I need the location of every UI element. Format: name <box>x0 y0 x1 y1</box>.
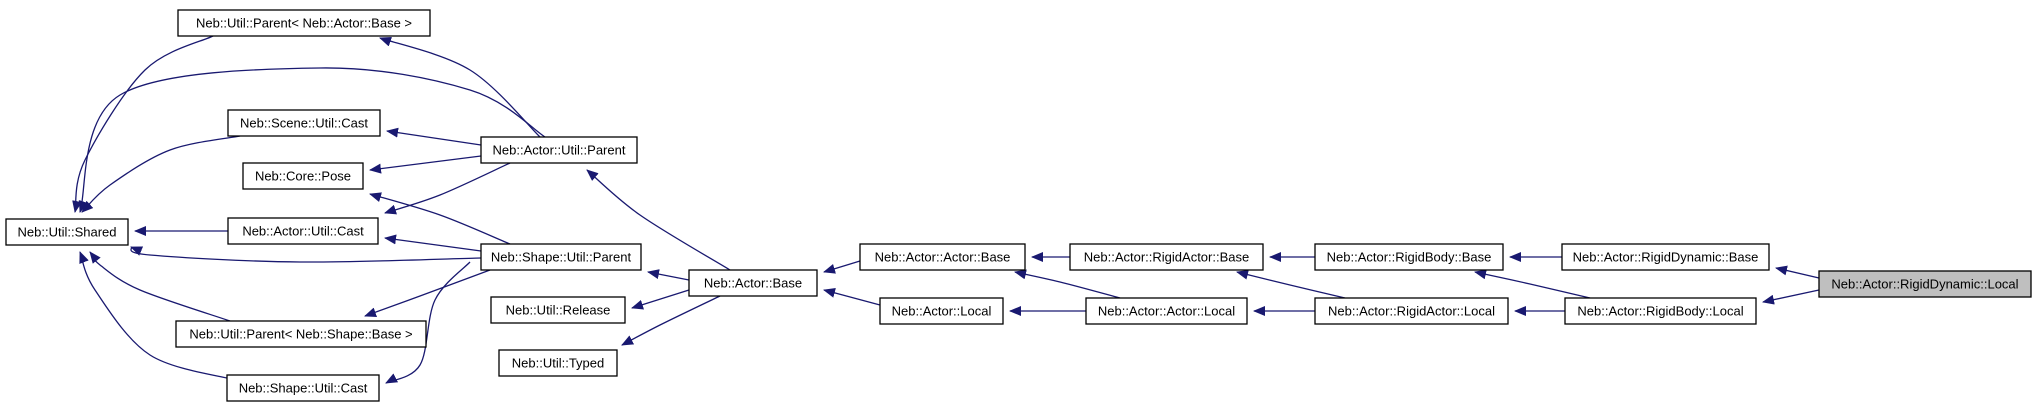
class-node-shape-cast[interactable]: Neb::Shape::Util::Cast <box>226 374 380 402</box>
edge-actor-util-parent-to-parent-actor-base <box>379 36 541 138</box>
class-node-parent-actor-base[interactable]: Neb::Util::Parent< Neb::Actor::Base > <box>177 9 431 37</box>
edge-actor-base-to-release <box>631 289 690 310</box>
edge-actor-base-to-typed <box>621 295 721 346</box>
class-node-box <box>498 349 618 377</box>
class-node-label: Neb::Actor::RigidBody::Base <box>1327 250 1492 265</box>
class-node-box <box>1564 297 1757 325</box>
class-node-box <box>242 162 364 190</box>
class-node-box <box>480 243 642 271</box>
edge-rigiddynamic-local-to-rigiddynamic-base <box>1775 265 1820 279</box>
edge-actor-actor-local-to-actor-actor-base <box>1014 269 1121 299</box>
class-node-rigidactor-local[interactable]: Neb::Actor::RigidActor::Local <box>1314 297 1509 325</box>
edges-layer <box>72 35 1820 384</box>
edge-scene-cast-to-shared <box>81 135 241 213</box>
class-node-label: Neb::Util::Parent< Neb::Shape::Base > <box>189 327 412 342</box>
class-node-label: Neb::Core::Pose <box>255 169 351 184</box>
edge-shape-util-parent-to-parent-shape-base <box>364 269 491 317</box>
class-node-box <box>1314 243 1504 271</box>
class-node-label: Neb::Actor::Actor::Local <box>1098 304 1235 319</box>
class-node-box <box>1818 270 2032 298</box>
class-node-label: Neb::Actor::RigidDynamic::Base <box>1573 250 1759 265</box>
class-node-box <box>226 374 380 402</box>
class-node-box <box>879 297 1004 325</box>
class-node-label: Neb::Actor::RigidDynamic::Local <box>1831 277 2018 292</box>
class-node-release[interactable]: Neb::Util::Release <box>490 296 626 324</box>
edge-shape-cast-to-shared <box>79 251 236 381</box>
class-node-box <box>480 136 638 164</box>
class-node-label: Neb::Actor::RigidActor::Local <box>1328 304 1495 319</box>
class-node-parent-shape-base[interactable]: Neb::Util::Parent< Neb::Shape::Base > <box>175 320 427 348</box>
class-node-label: Neb::Util::Release <box>506 303 611 318</box>
edge-actor-util-parent-to-core-pose <box>369 155 482 174</box>
class-node-label: Neb::Scene::Util::Cast <box>240 116 368 131</box>
class-node-actor-actor-base[interactable]: Neb::Actor::Actor::Base <box>859 243 1026 271</box>
class-node-box <box>177 9 431 37</box>
class-node-scene-cast[interactable]: Neb::Scene::Util::Cast <box>227 109 381 137</box>
class-node-label: Neb::Util::Parent< Neb::Actor::Base > <box>196 16 412 31</box>
class-node-rigidbody-base[interactable]: Neb::Actor::RigidBody::Base <box>1314 243 1504 271</box>
class-node-rigiddynamic-base[interactable]: Neb::Actor::RigidDynamic::Base <box>1561 243 1770 271</box>
edge-actor-base-to-actor-util-parent <box>586 169 731 271</box>
edge-actor-util-parent-to-scene-cast <box>386 127 482 146</box>
class-node-box <box>5 218 129 246</box>
class-node-rigiddynamic-local[interactable]: Neb::Actor::RigidDynamic::Local <box>1818 270 2032 298</box>
class-node-box <box>688 269 818 297</box>
class-node-core-pose[interactable]: Neb::Core::Pose <box>242 162 364 190</box>
class-node-label: Neb::Shape::Util::Cast <box>239 381 368 396</box>
class-node-actor-base[interactable]: Neb::Actor::Base <box>688 269 818 297</box>
class-node-box <box>1085 297 1248 325</box>
class-node-label: Neb::Actor::Actor::Base <box>875 250 1011 265</box>
class-node-label: Neb::Actor::Base <box>704 276 802 291</box>
edge-parent-shape-base-to-shared <box>89 251 231 322</box>
class-node-box <box>859 243 1026 271</box>
class-node-label: Neb::Actor::Util::Parent <box>493 143 626 158</box>
class-node-box <box>490 296 626 324</box>
class-node-actor-util-cast[interactable]: Neb::Actor::Util::Cast <box>227 217 379 245</box>
class-node-label: Neb::Actor::RigidBody::Local <box>1577 304 1743 319</box>
edge-rigiddynamic-local-to-rigidbody-local <box>1762 289 1820 305</box>
edge-shape-util-parent-to-shape-cast <box>385 261 471 384</box>
class-node-box <box>1314 297 1509 325</box>
class-node-box <box>1561 243 1770 271</box>
class-node-box <box>227 217 379 245</box>
class-node-rigidactor-base[interactable]: Neb::Actor::RigidActor::Base <box>1069 243 1264 271</box>
edge-shape-util-parent-to-shared <box>130 246 482 263</box>
class-node-typed[interactable]: Neb::Util::Typed <box>498 349 618 377</box>
edge-actor-util-parent-to-actor-util-cast <box>384 162 511 215</box>
edge-rigidactor-local-to-rigidactor-base <box>1236 269 1346 299</box>
class-node-shared[interactable]: Neb::Util::Shared <box>5 218 129 246</box>
class-node-rigidbody-local[interactable]: Neb::Actor::RigidBody::Local <box>1564 297 1757 325</box>
class-node-label: Neb::Util::Shared <box>18 225 117 240</box>
edge-shape-util-parent-to-actor-util-cast <box>384 234 482 252</box>
class-node-actor-local[interactable]: Neb::Actor::Local <box>879 297 1004 325</box>
edge-shape-util-parent-to-core-pose <box>369 192 511 245</box>
class-node-box <box>227 109 381 137</box>
class-node-label: Neb::Util::Typed <box>512 356 605 371</box>
class-node-label: Neb::Actor::Util::Cast <box>242 224 364 239</box>
edge-actor-local-to-actor-base <box>823 288 881 306</box>
class-node-actor-util-parent[interactable]: Neb::Actor::Util::Parent <box>480 136 638 164</box>
edge-actor-base-to-shape-util-parent <box>647 269 690 281</box>
class-node-label: Neb::Shape::Util::Parent <box>491 250 632 265</box>
edge-actor-util-parent-to-shared <box>78 67 546 213</box>
class-node-box <box>175 320 427 348</box>
class-node-label: Neb::Actor::Local <box>892 304 992 319</box>
class-node-shape-util-parent[interactable]: Neb::Shape::Util::Parent <box>480 243 642 271</box>
edge-rigidbody-local-to-rigidbody-base <box>1474 269 1591 299</box>
class-node-label: Neb::Actor::RigidActor::Base <box>1084 250 1249 265</box>
class-node-box <box>1069 243 1264 271</box>
edge-parent-actor-base-to-shared <box>72 35 214 213</box>
edge-actor-actor-base-to-actor-base <box>823 260 861 274</box>
class-node-actor-actor-local[interactable]: Neb::Actor::Actor::Local <box>1085 297 1248 325</box>
